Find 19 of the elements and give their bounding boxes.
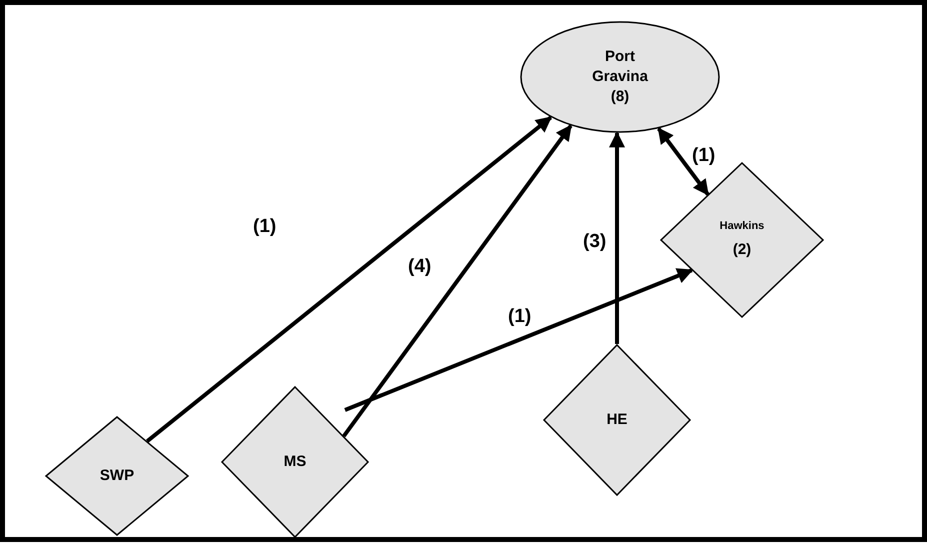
node-label: Port Gravina <box>591 46 649 87</box>
edge-label: (1) <box>506 307 534 328</box>
arrow <box>146 116 552 443</box>
arrow <box>344 268 694 412</box>
node-label: Hawkins <box>720 219 764 234</box>
arrow <box>657 127 710 196</box>
node-label: MS <box>284 452 306 472</box>
edge-label: (4) <box>406 257 434 278</box>
arrow <box>342 124 572 438</box>
decision-diamond <box>543 344 691 496</box>
edge-label: (3) <box>581 232 608 253</box>
decision-diamond <box>45 416 189 536</box>
ellipse-node <box>520 21 720 133</box>
node-label: SWP <box>100 466 134 486</box>
node-label: (2) <box>732 240 752 260</box>
edge-label: (1) <box>251 217 278 238</box>
node-label: (8) <box>610 87 630 108</box>
decision-diamond <box>221 386 369 538</box>
node-label: HE <box>606 410 628 430</box>
